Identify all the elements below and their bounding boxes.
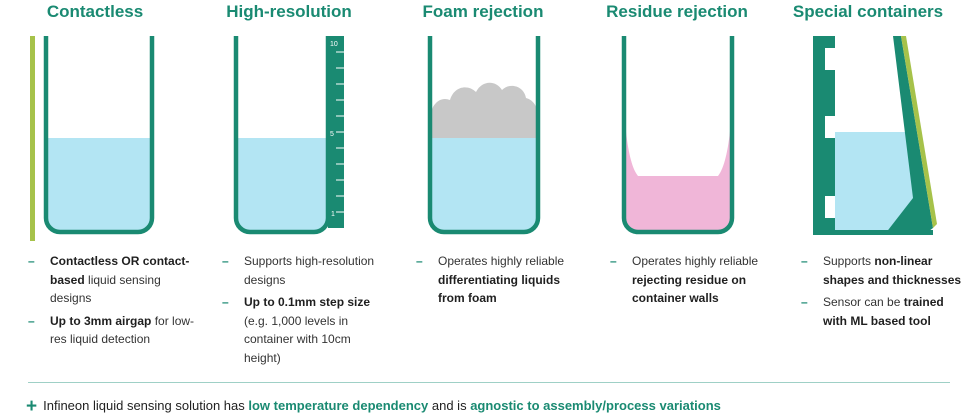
bullet-text: Operates highly reliable differentiating…	[438, 254, 565, 305]
bullet-list: –Operates highly reliable rejecting resi…	[608, 252, 778, 312]
container-outline	[427, 36, 541, 235]
container-outline	[621, 36, 735, 235]
bullet-item: –Sensor can be trained with ML based too…	[801, 295, 944, 328]
footer-text: Infineon liquid sensing solution has low…	[43, 398, 721, 413]
bullet-list: –Supports non-linear shapes and thicknes…	[799, 252, 963, 334]
bullet-item: –Supports non-linear shapes and thicknes…	[801, 254, 962, 287]
column-title-residue-rejection: Residue rejection	[606, 2, 748, 21]
column-title-special-containers: Special containers	[792, 2, 944, 21]
bullet-text: Supports non-linear shapes and thickness…	[823, 254, 962, 287]
sensor-strip	[901, 36, 937, 228]
column-title-foam-rejection: Foam rejection	[422, 2, 544, 21]
ruler-label: 10	[330, 41, 338, 48]
column-title-contactless: Contactless	[46, 2, 144, 21]
column-contactless: Contactless –Contactless OR contact-base…	[0, 0, 194, 380]
stepped-wall	[813, 36, 835, 234]
bullet-list: –Contactless OR contact-based liquid sen…	[26, 252, 196, 353]
column-foam-rejection: Foam rejection –Operates highly reliable…	[388, 0, 578, 380]
bullet-list: –Operates highly reliable differentiatin…	[414, 252, 584, 312]
column-residue-rejection: Residue rejection –Operates highly relia…	[582, 0, 772, 380]
footer-summary: + Infineon liquid sensing solution has lo…	[26, 394, 721, 417]
bullet-item: –Up to 3mm airgap for low-res liquid det…	[28, 313, 195, 347]
bullet-text: Contactless OR contact-based liquid sens…	[50, 254, 190, 305]
liquid-fill	[236, 138, 328, 232]
column-high-resolution: High-resolution 10 5 1 –Supports high-re…	[194, 0, 384, 380]
column-special-containers: Special containers –Supports non-linear …	[773, 0, 963, 380]
container-illustration-residue-rejection	[621, 36, 735, 235]
ruler-label: 1	[331, 211, 335, 218]
liquid-fill	[835, 132, 925, 232]
container-illustration-foam-rejection	[427, 36, 541, 235]
container-illustration-contactless	[30, 36, 155, 241]
wedge-wall	[885, 36, 933, 234]
liquid-fill	[430, 138, 538, 232]
footer-divider	[28, 382, 950, 383]
container-bottom	[813, 230, 933, 235]
bullet-item: –Operates highly reliable differentiatin…	[416, 254, 565, 305]
ruler-label: 5	[330, 131, 334, 138]
sensor-strip	[30, 36, 35, 241]
foam-layer	[430, 82, 538, 138]
container-outline	[233, 36, 331, 235]
bullet-item: –Up to 0.1mm step size (e.g. 1,000 level…	[222, 295, 371, 365]
residue-fill	[624, 108, 732, 232]
plus-icon: +	[26, 396, 38, 417]
bullet-item: –Operates highly reliable rejecting resi…	[610, 254, 759, 305]
bullet-item: –Contactless OR contact-based liquid sen…	[28, 254, 190, 305]
bullet-text: Up to 0.1mm step size (e.g. 1,000 levels…	[244, 295, 371, 365]
container-illustration-high-resolution: 10 5 1	[233, 36, 344, 235]
bullet-text: Up to 3mm airgap for low-res liquid dete…	[50, 313, 195, 347]
liquid-fill	[46, 138, 152, 232]
bullet-list: –Supports high-resolution designs –Up to…	[220, 252, 390, 371]
bullet-item: –Supports high-resolution designs	[222, 254, 375, 287]
bullet-text: Supports high-resolution designs	[244, 254, 375, 287]
bullet-text: Sensor can be trained with ML based tool	[823, 295, 944, 328]
column-title-high-resolution: High-resolution	[226, 2, 352, 21]
ruler-ticks	[336, 51, 344, 213]
bullet-text: Operates highly reliable rejecting resid…	[632, 254, 759, 305]
container-outline	[43, 36, 155, 235]
container-illustration-special-containers	[813, 36, 937, 235]
